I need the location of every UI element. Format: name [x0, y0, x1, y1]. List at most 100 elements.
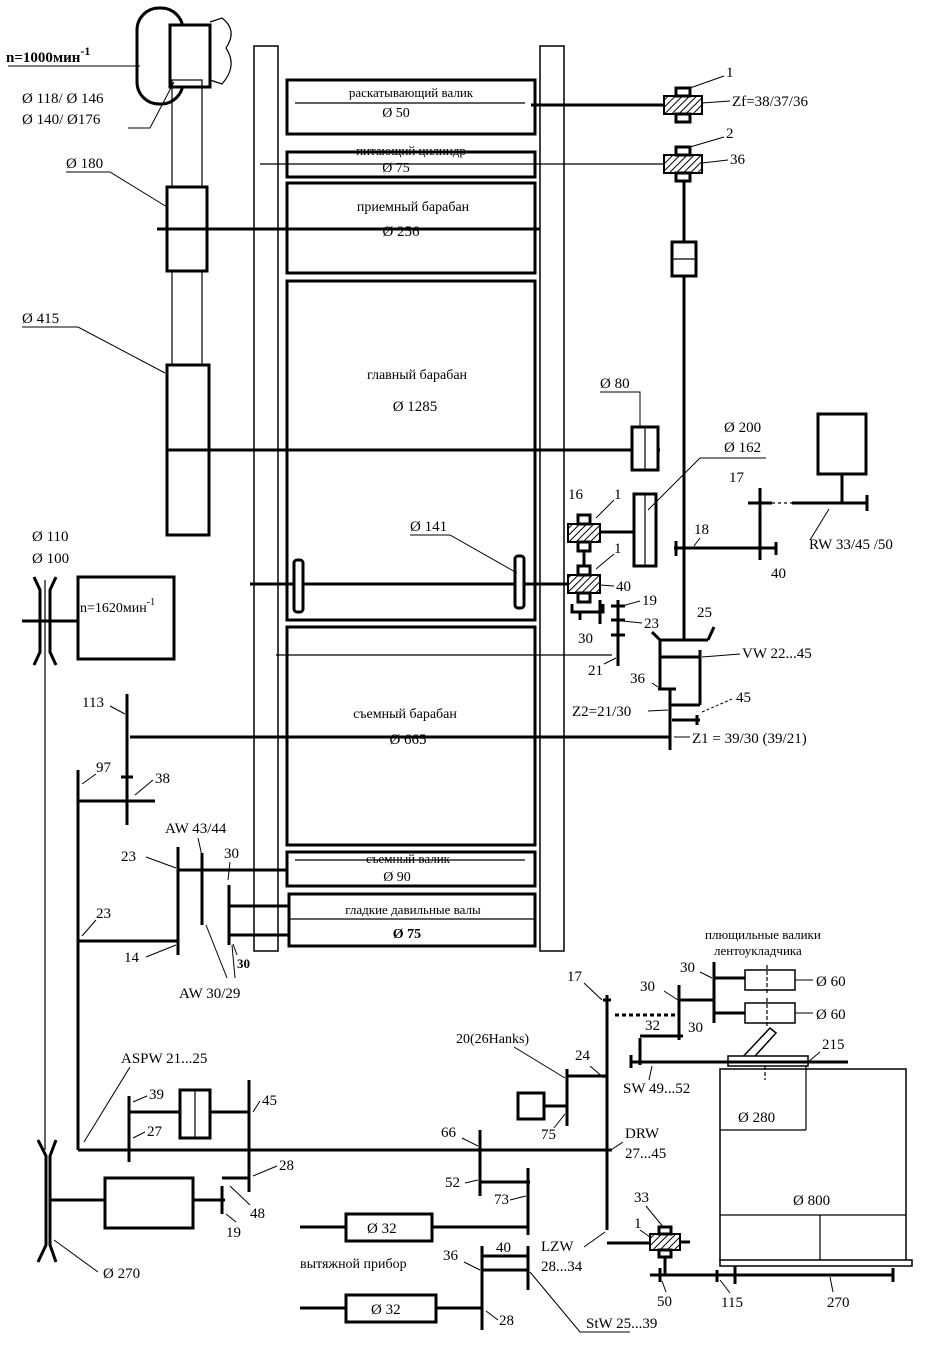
drw-label-1: DRW: [625, 1126, 660, 1142]
doffer-dia: Ø 665: [389, 732, 426, 748]
doffer-roller-name: съемный валик: [366, 851, 451, 866]
d280-label: Ø 280: [738, 1110, 775, 1126]
gear-36-label: 36: [630, 671, 646, 687]
pulley-270-label: Ø 270: [103, 1266, 140, 1282]
rw-motor: [816, 412, 868, 476]
main-cylinder-name: главный барабан: [367, 368, 468, 383]
feed-cylinder-dia: Ø 75: [382, 161, 410, 176]
aw2-label: AW 30/29: [179, 986, 240, 1002]
gear-19-label: 19: [642, 593, 657, 609]
pulley-110: [22, 576, 78, 1150]
drw-label-2: 27...45: [625, 1146, 666, 1162]
d60b-label: Ø 60: [816, 1007, 846, 1023]
gear-28l-label: 28: [279, 1158, 294, 1174]
pulley-415-label: Ø 415: [22, 311, 59, 327]
gear-40b-label: 40: [771, 566, 786, 582]
licker-in-name: приемный барабан: [357, 200, 470, 215]
second-motor: [76, 575, 176, 661]
gear-73-label: 73: [494, 1192, 509, 1208]
left-frame: [253, 45, 279, 952]
gear-1b-label: 1: [614, 541, 622, 557]
z2-label: Z2=21/30: [572, 704, 631, 720]
pulley-141-left: [292, 558, 305, 614]
top-pulley-label-2: Ø 140/ Ø176: [22, 112, 101, 128]
pulley-141-right: [513, 554, 526, 610]
right-frame: [539, 45, 565, 952]
gear-23a-label: 23: [121, 849, 136, 865]
pulley-110-label-1: Ø 110: [32, 529, 69, 545]
gear-40: [567, 574, 601, 594]
drafting-label: вытяжной прибор: [300, 1257, 407, 1272]
rolling-roller-name: раскатывающий валик: [349, 85, 474, 100]
gear-36c-label: 36: [443, 1248, 459, 1264]
licker-in-dia: Ø 256: [382, 224, 420, 240]
gear-30c2-label: 30: [640, 979, 655, 995]
doffer-roller: съемный валик Ø 90: [285, 850, 537, 888]
main-cylinder-dia: Ø 1285: [393, 399, 438, 415]
gear-97-label: 97: [96, 760, 112, 776]
calender-roller-60a: [744, 969, 796, 991]
rw-label: RW 33/45 /50: [809, 537, 893, 553]
stw-label: StW 25...39: [586, 1316, 657, 1332]
gear-28c-label: 28: [499, 1313, 514, 1329]
top-pulley-label-1: Ø 118/ Ø 146: [22, 91, 104, 107]
zf-clutch-1: [663, 95, 703, 115]
can-base: [719, 1259, 913, 1267]
gear-17c-label: 17: [567, 969, 583, 985]
gear-1c-label: 1: [634, 1216, 642, 1232]
zf-n2: 2: [726, 126, 734, 142]
gear-66-label: 66: [441, 1125, 457, 1141]
doffer-roller-dia: Ø 90: [383, 870, 411, 885]
gear-50-label: 50: [657, 1294, 672, 1310]
gear-21-label: 21: [588, 663, 603, 679]
gear-32c-label: 32: [645, 1018, 660, 1034]
gear-24-label: 24: [575, 1048, 591, 1064]
gear-75-label: 75: [541, 1127, 556, 1143]
z1-label: Z1 = 39/30 (39/21): [692, 731, 807, 747]
aw1-label: AW 43/44: [165, 821, 227, 837]
gear-14-label: 14: [124, 950, 140, 966]
gear-39-label: 39: [149, 1087, 164, 1103]
gear-33-label: 33: [634, 1190, 649, 1206]
gear-23b-label: 23: [96, 906, 111, 922]
pulley-141-label: Ø 141: [410, 519, 447, 535]
gear-48-label: 48: [250, 1206, 265, 1222]
rolling-roller: раскатывающий валик Ø 50: [285, 78, 537, 136]
pulley-180-label: Ø 180: [66, 156, 103, 172]
gear-45-label: 45: [736, 690, 751, 706]
gear-25-label: 25: [697, 605, 712, 621]
rolling-roller-dia: Ø 50: [382, 106, 410, 121]
feed-cylinder: питающий цилиндр Ø 75: [285, 143, 537, 179]
gear-113-label: 113: [82, 695, 104, 711]
gear-23-label: 23: [644, 616, 659, 632]
zf-n1: 1: [726, 65, 734, 81]
calender-dia: Ø 75: [393, 927, 421, 942]
gear-17-label: 17: [729, 470, 745, 486]
coiler-title-1: плющильные валики: [705, 927, 821, 942]
vw-label: VW 22...45: [742, 646, 812, 662]
drafting-motor: [103, 1176, 195, 1230]
d60a-label: Ø 60: [816, 974, 846, 990]
gear-30-label: 30: [578, 631, 593, 647]
lzw-label-1: LZW: [541, 1239, 574, 1255]
gear-27-label: 27: [147, 1124, 163, 1140]
lzw-clutch: [649, 1233, 681, 1251]
zf-36: 36: [730, 152, 746, 168]
second-motor-speed: n=1620мин-1: [80, 597, 155, 616]
d800-label: Ø 800: [793, 1193, 830, 1209]
lzw-label-2: 28...34: [541, 1259, 583, 1275]
gear-20-label: 20(26Hanks): [456, 1032, 529, 1047]
coiler-can: [719, 1068, 907, 1262]
d32a-label: Ø 32: [367, 1221, 397, 1237]
pulley-200-label-2: Ø 162: [724, 440, 761, 456]
gear-30c1-label: 30: [680, 960, 695, 976]
gear-40c-label: 40: [496, 1240, 511, 1256]
gear-40a-label: 40: [616, 579, 631, 595]
aspw-label: ASPW 21...25: [121, 1051, 207, 1067]
doffer-name: съемный барабан: [353, 707, 457, 722]
gear-30b-label: 30: [237, 956, 250, 971]
calender-rollers: гладкие давильные валы Ø 75: [287, 892, 537, 948]
gear-38-label: 38: [155, 771, 170, 787]
calender-roller-60b: [744, 1002, 796, 1024]
